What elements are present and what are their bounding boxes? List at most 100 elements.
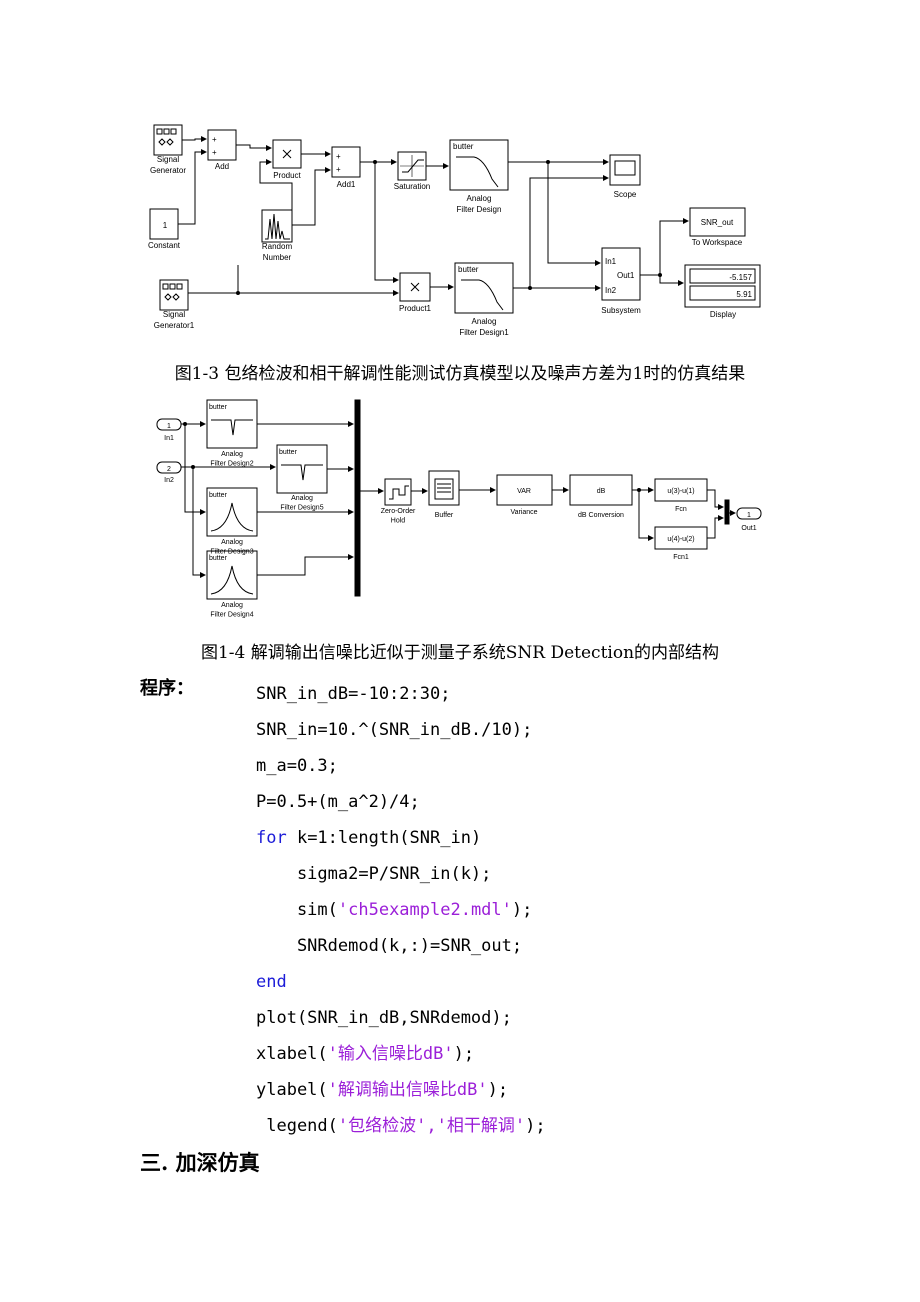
code-line: SNR_in=10.^(SNR_in_dB./10); [256,712,546,748]
code-line: P=0.5+(m_a^2)/4; [256,784,546,820]
db-value: dB [597,488,606,495]
fcn-expression: u(3)-u(1) [667,488,694,495]
fcn1-label: Fcn1 [673,554,689,561]
zero-order-hold-icon [389,485,409,500]
product1-label: Product1 [399,304,432,313]
code-string: 'ch5example2.mdl' [337,900,512,920]
subsystem-label: Subsystem [601,306,641,315]
code-line: sim('ch5example2.mdl'); [256,892,546,928]
code-line: SNR_in_dB=-10:2:30; [256,676,546,712]
code-text: xlabel( [256,1044,328,1064]
outport-number: 1 [747,512,751,519]
constant-block[interactable] [149,208,179,240]
section-heading: 三. 加深仿真 [140,1150,260,1175]
multiply-icon [282,149,292,159]
analog-filter-design-block[interactable] [449,139,509,191]
code-keyword: end [256,972,287,992]
code-keyword: for [256,828,287,848]
figure-caption-1-3: 图1-3 包络检波和相干解调性能测试仿真模型以及噪声方差为1时的仿真结果 [174,364,746,384]
lowpass-response-icon [461,279,504,311]
code-text: SNR_in=10.^(SNR_in_dB./10); [256,720,533,740]
signal-generator-icon [156,128,177,146]
code-string: '解调输出信噪比dB' [327,1080,488,1100]
figure-caption-1-4: 图1-4 解调输出信噪比近似于测量子系统SNR Detection的内部结构 [200,643,720,663]
code-text: m_a=0.3; [256,756,338,776]
filter-header: butter [209,492,228,499]
scope-screen-icon [614,160,636,176]
bandpass-response-icon [210,565,254,595]
svg-text:+: + [336,165,341,174]
code-text: plot(SNR_in_dB,SNRdemod); [256,1008,512,1028]
product-label: Product [273,171,301,180]
analog-filter-design1-block[interactable] [454,262,514,314]
code-line: SNRdemod(k,:)=SNR_out; [256,928,546,964]
display-field-2 [689,285,756,301]
code-text: k=1:length(SNR_in) [286,828,482,848]
variance-label: Variance [510,509,537,516]
multiply-icon [410,282,420,292]
simulink-diagram-figure-1-3: ++ ++ 1 butter butter SNR_out -5.157 5.9… [148,124,761,337]
scope-label: Scope [614,190,637,199]
signal-generator1-icon [162,283,183,301]
constant-value: 1 [163,221,168,230]
mux-bar-output [724,499,730,525]
filter-header: butter [209,404,228,411]
analog-filter-design4-block[interactable] [206,550,258,600]
svg-text:+: + [336,152,341,161]
code-text: ); [511,900,533,920]
display-value-2: 5.91 [736,290,752,299]
code-text: sim( [256,900,338,920]
fcn1-expression: u(4)-u(2) [667,536,694,543]
db-conversion-label: dB Conversion [578,512,624,519]
subsystem-block[interactable] [601,247,641,301]
to-workspace-block[interactable] [689,207,746,237]
add1-block[interactable] [331,146,361,178]
signal-generator1-block[interactable] [159,279,189,311]
code-line: for k=1:length(SNR_in) [256,820,546,856]
db-conversion-block[interactable] [569,474,633,506]
out1-label: Out1 [741,525,756,532]
code-text: ylabel( [256,1080,328,1100]
fcn-label: Fcn [675,506,687,513]
simulink-diagram-figure-1-4: 1 2 1 butter butter butter butter VAR dB… [156,399,762,618]
display-value-1: -5.157 [729,273,752,282]
program-label: 程序： [140,678,194,699]
code-string: '包络检波','相干解调' [337,1116,526,1136]
add1-label: Add1 [337,180,356,189]
code-text: legend( [256,1116,338,1136]
variance-block[interactable] [496,474,553,506]
random-noise-icon [265,213,290,240]
bandstop-response-icon [281,464,323,481]
bandstop-response-icon [211,419,253,436]
constant-label: Constant [148,241,181,250]
analog-filter-design3-block[interactable] [206,487,258,537]
code-line: ylabel('解调输出信噪比dB'); [256,1072,546,1108]
svg-text:+: + [212,148,217,157]
to-workspace-variable: SNR_out [701,218,734,227]
inport-in1-number: 1 [167,423,171,430]
code-string: '输入信噪比dB' [327,1044,454,1064]
zero-order-hold-block[interactable] [384,478,412,506]
filter-header: butter [458,265,479,274]
code-line: sigma2=P/SNR_in(k); [256,856,546,892]
code-line: m_a=0.3; [256,748,546,784]
add-label: Add [215,162,229,171]
code-line: xlabel('输入信噪比dB'); [256,1036,546,1072]
code-text: ); [453,1044,475,1064]
signal-generator-block[interactable] [153,124,183,156]
svg-text:+: + [212,135,217,144]
outport-out1[interactable] [736,507,762,520]
buffer-icon [434,478,454,500]
matlab-code-listing: SNR_in_dB=-10:2:30; SNR_in=10.^(SNR_in_dB… [256,676,546,1144]
mux-bar [354,399,361,597]
code-text: P=0.5+(m_a^2)/4; [256,792,420,812]
code-text: SNR_in_dB=-10:2:30; [256,684,451,704]
